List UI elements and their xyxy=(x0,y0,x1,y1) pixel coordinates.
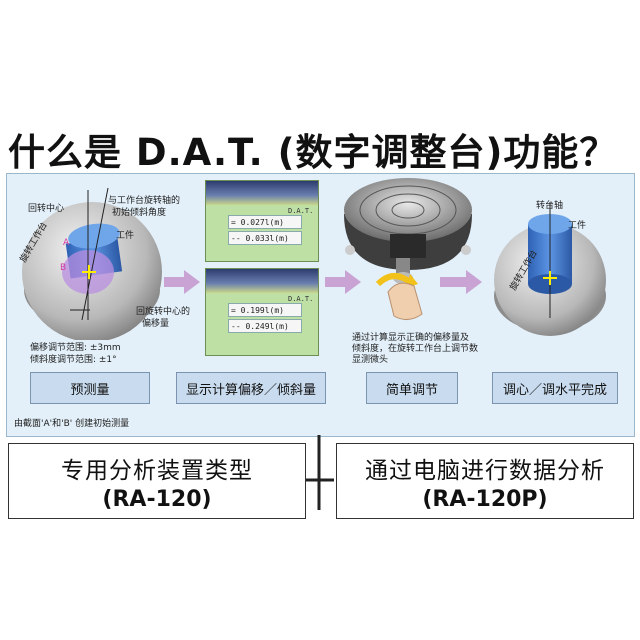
arrow-2 xyxy=(325,270,361,294)
footnote: 由截面'A'和'B' 创建初始测量 xyxy=(14,419,130,429)
tilt-label: 与工作台旋转轴的 xyxy=(108,196,181,206)
offset-label-2: 偏移量 xyxy=(142,319,170,329)
workpiece-label: 工件 xyxy=(116,231,135,241)
adjust-note-2: 倾斜度，在旋转工作台上调节数 xyxy=(352,344,479,354)
section-b-label: B xyxy=(60,263,67,273)
tilt-value: -- 0.033l(m) xyxy=(228,231,302,245)
arrow-3 xyxy=(440,270,482,294)
step1-illustration xyxy=(22,187,162,340)
tilt-label-2: 初始倾斜角度 xyxy=(112,208,167,218)
tilt-range: 倾斜度调节范围: ±1° xyxy=(30,355,117,365)
step-complete: 调心／调水平完成 xyxy=(492,372,618,404)
result-screen-2: D.A.T. = 0.199l(m) -- 0.249l(m) xyxy=(205,268,319,356)
dedicated-analyzer-box: 专用分析装置类型 (RA-120) xyxy=(8,443,306,519)
step3-illustration xyxy=(344,178,472,320)
arrow-1 xyxy=(164,270,200,294)
adjust-note-1: 通过计算显示正确的偏移量及 xyxy=(352,333,470,343)
box-model: (RA-120) xyxy=(102,486,212,512)
step-simple-adjust: 简单调节 xyxy=(366,372,458,404)
step-display-offset: 显示计算偏移／倾斜量 xyxy=(176,372,326,404)
section-a-label: A xyxy=(63,238,70,248)
workpiece-label: 工件 xyxy=(568,221,587,231)
offset-label: 回旋转中心的 xyxy=(136,307,191,317)
adjust-note-3: 显测微头 xyxy=(352,355,389,365)
step4-illustration xyxy=(494,202,606,336)
offset-range: 偏移调节范围: ±3mm xyxy=(30,343,121,353)
offset-value: = 0.199l(m) xyxy=(228,303,302,317)
pc-analysis-box: 通过电脑进行数据分析 (RA-120P) xyxy=(336,443,634,519)
box-model: (RA-120P) xyxy=(422,486,548,512)
rotation-center-label: 回转中心 xyxy=(28,204,65,214)
connector-lines xyxy=(304,435,334,510)
screen-header xyxy=(206,181,318,205)
screen-header xyxy=(206,269,318,293)
tilt-value: -- 0.249l(m) xyxy=(228,319,302,333)
page-title: 什么是 D.A.T. (数字调整台)功能？ xyxy=(8,131,618,174)
box-title: 通过电脑进行数据分析 xyxy=(365,457,605,484)
step-pre-measure: 预测量 xyxy=(30,372,150,404)
box-title: 专用分析装置类型 xyxy=(61,457,253,484)
result-screen-1: D.A.T. = 0.027l(m) -- 0.033l(m) xyxy=(205,180,319,262)
offset-value: = 0.027l(m) xyxy=(228,215,302,229)
dat-tag: D.A.T. xyxy=(288,295,314,303)
axis-label: 转台轴 xyxy=(536,201,564,211)
dat-tag: D.A.T. xyxy=(288,207,314,215)
